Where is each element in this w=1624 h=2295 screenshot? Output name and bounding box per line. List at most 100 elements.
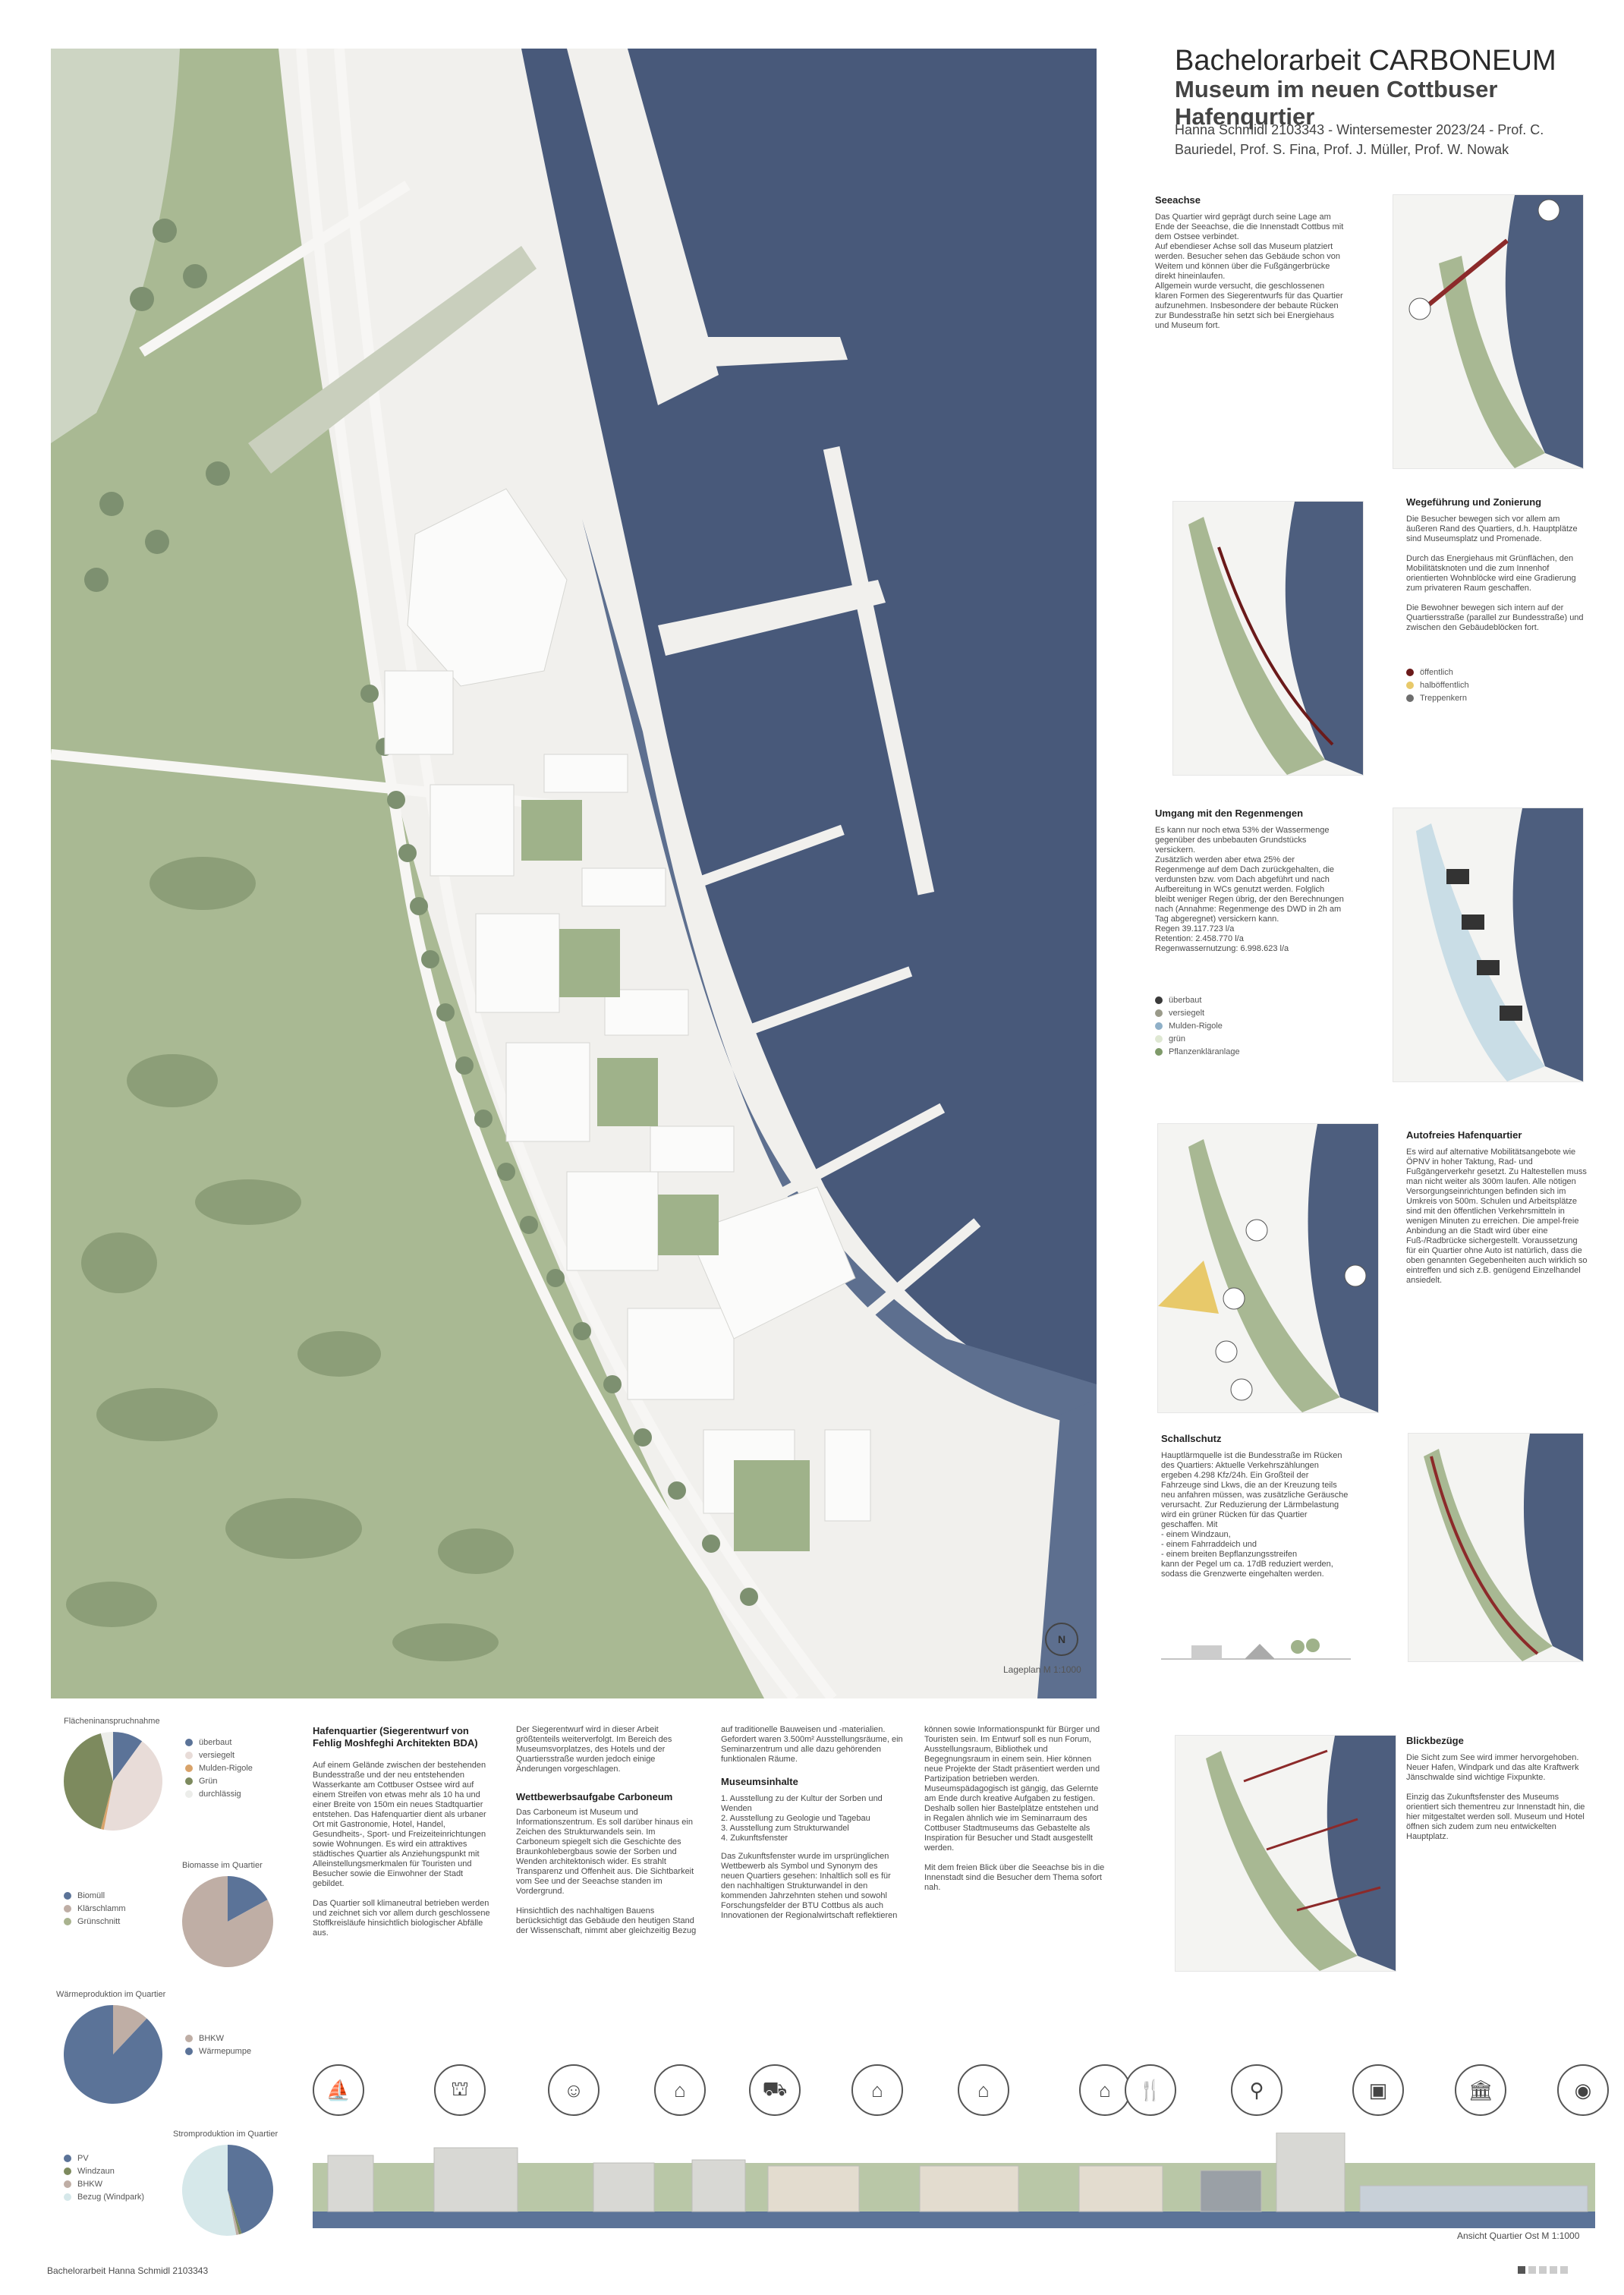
bottom-col4-text: können sowie Informationspunkt für Bürge… bbox=[924, 1725, 1105, 1892]
page-dot bbox=[1550, 2266, 1557, 2274]
bottom-col2-text: Der Siegerentwurf wird in dieser Arbeit … bbox=[516, 1725, 672, 1774]
legend-item: Treppenkern bbox=[1406, 694, 1469, 703]
bottom-col3-text: auf traditionelle Bauweisen und -materia… bbox=[721, 1725, 903, 1764]
legend-swatch bbox=[1406, 669, 1414, 676]
autofrei-map bbox=[1158, 1124, 1378, 1412]
pie-slice bbox=[228, 1876, 268, 1922]
house-icon: ⌂ bbox=[851, 2064, 903, 2116]
pie-slice bbox=[228, 2190, 239, 2235]
section-blickbezuege-heading: Blickbezüge bbox=[1406, 1735, 1464, 1746]
legend-item: überbaut bbox=[185, 1738, 253, 1747]
legend-label: durchlässig bbox=[199, 1790, 241, 1799]
legend-swatch bbox=[185, 1777, 193, 1785]
bottom-col3-text2: Das Zukunftsfenster wurde im ursprünglic… bbox=[721, 1852, 898, 1920]
legend-swatch bbox=[185, 1765, 193, 1772]
chart-biomasse-title: Biomasse im Quartier bbox=[182, 1861, 263, 1870]
bicycle-icon: ⚲ bbox=[1231, 2064, 1283, 2116]
legend-swatch bbox=[64, 1918, 71, 1925]
legend-label: Pflanzenkläranlage bbox=[1169, 1047, 1240, 1056]
legend-swatch bbox=[1406, 682, 1414, 689]
pie-slice bbox=[100, 1732, 113, 1781]
legend-label: Biomüll bbox=[77, 1891, 105, 1900]
elevation-icons: ⛵⛫☺⌂⛟⌂⌂⌂🍴⚲▣🏛◉ bbox=[313, 2064, 1609, 2125]
legend-swatch bbox=[1155, 1009, 1163, 1017]
regen-map bbox=[1416, 808, 1583, 1081]
page-title: Bachelorarbeit CARBONEUM bbox=[1175, 45, 1556, 77]
section-autofrei-heading: Autofreies Hafenquartier bbox=[1406, 1129, 1522, 1141]
house-icon: ⌂ bbox=[654, 2064, 706, 2116]
legend-swatch bbox=[1155, 1035, 1163, 1043]
pie-slice bbox=[182, 1876, 273, 1967]
cinema-icon: ▣ bbox=[1352, 2064, 1404, 2116]
pie-slice bbox=[103, 1741, 162, 1831]
legend-swatch bbox=[64, 2180, 71, 2188]
chart-waerme bbox=[64, 2005, 162, 2104]
legend-label: BHKW bbox=[199, 2034, 224, 2043]
site-plan: N Lageplan M 1:1000 bbox=[51, 49, 1097, 1698]
schallschutz-sketch bbox=[1161, 1639, 1351, 1660]
legend-swatch bbox=[185, 1790, 193, 1798]
legend-item: Wärmepumpe bbox=[185, 2047, 251, 2056]
legend-swatch bbox=[64, 1892, 71, 1900]
schallschutz-diagram bbox=[1408, 1433, 1584, 1662]
person-presenting-icon: ☺ bbox=[548, 2064, 600, 2116]
pie-slice bbox=[228, 2190, 242, 2235]
wegefuehrung-legend: öffentlich halböffentlich Treppenkern bbox=[1406, 668, 1469, 707]
chart-waerme-legend: BHKW Wärmepumpe bbox=[185, 2034, 251, 2060]
legend-label: versiegelt bbox=[199, 1751, 235, 1760]
legend-swatch bbox=[1155, 996, 1163, 1004]
pie-slice bbox=[113, 1732, 143, 1781]
pie-slice bbox=[113, 2005, 147, 2054]
legend-label: versiegelt bbox=[1169, 1009, 1205, 1018]
legend-item: überbaut bbox=[1155, 996, 1240, 1005]
legend-label: Grün bbox=[199, 1777, 218, 1786]
site-plan-drawing bbox=[51, 49, 1097, 1698]
section-wegefuehrung-text: Die Besucher bewegen sich vor allem am ä… bbox=[1406, 515, 1584, 632]
section-autofrei-text: Es wird auf alternative Mobilitätsangebo… bbox=[1406, 1148, 1588, 1285]
museum-icon: 🏛 bbox=[1455, 2064, 1506, 2116]
camera-icon: ◉ bbox=[1557, 2064, 1609, 2116]
legend-label: Wärmepumpe bbox=[199, 2047, 252, 2056]
page-indicator bbox=[1518, 2266, 1568, 2274]
legend-item: Klärschlamm bbox=[64, 1904, 126, 1913]
bottom-col2-heading: Wettbewerbsaufgabe Carboneum bbox=[516, 1791, 673, 1802]
section-seeachse-text: Das Quartier wird geprägt durch seine La… bbox=[1155, 212, 1344, 330]
legend-swatch bbox=[185, 2048, 193, 2055]
autofrei-diagram bbox=[1157, 1123, 1379, 1413]
authors: Hanna Schmidl 2103343 - Wintersemester 2… bbox=[1175, 122, 1544, 157]
shopping-cart-icon: ⛟ bbox=[749, 2064, 801, 2116]
legend-swatch bbox=[64, 2193, 71, 2201]
legend-item: versiegelt bbox=[185, 1751, 253, 1760]
wegefuehrung-diagram bbox=[1172, 501, 1364, 776]
pie-slice bbox=[228, 2145, 273, 2234]
chart-biomasse bbox=[182, 1876, 273, 1967]
legend-swatch bbox=[64, 2168, 71, 2175]
wegefuehrung-map bbox=[1188, 502, 1363, 775]
legend-item: Biomüll bbox=[64, 1891, 126, 1900]
legend-item: Grünschnitt bbox=[64, 1917, 126, 1926]
schallschutz-section-sketch bbox=[1161, 1630, 1351, 1664]
bottom-col3-list: 1. Ausstellung zu der Kultur der Sorben … bbox=[721, 1794, 883, 1843]
elevation-drawing bbox=[313, 2132, 1595, 2228]
elevation-svg bbox=[313, 2132, 1595, 2228]
restaurant-icon: 🍴 bbox=[1125, 2064, 1176, 2116]
legend-label: Mulden-Rigole bbox=[199, 1764, 253, 1773]
bottom-col2-text2: Das Carboneum ist Museum und Information… bbox=[516, 1808, 697, 1935]
legend-label: PV bbox=[77, 2154, 89, 2163]
legend-item: Grün bbox=[185, 1777, 253, 1786]
legend-swatch bbox=[1406, 694, 1414, 702]
page-subtitle: Museum im neuen Cottbuser Hafenqurtier bbox=[1175, 76, 1498, 130]
legend-label: grün bbox=[1169, 1034, 1186, 1044]
pie-slice bbox=[64, 2005, 162, 2104]
chart-strom bbox=[182, 2145, 273, 2236]
regen-diagram bbox=[1393, 808, 1584, 1082]
legend-swatch bbox=[64, 2155, 71, 2162]
seeachse-map bbox=[1408, 195, 1583, 468]
section-regen-text: Es kann nur noch etwa 53% der Wassermeng… bbox=[1155, 826, 1344, 953]
chart-strom-title: Stromproduktion im Quartier bbox=[173, 2130, 279, 2139]
legend-label: Treppenkern bbox=[1420, 694, 1467, 703]
legend-item: BHKW bbox=[64, 2180, 144, 2189]
